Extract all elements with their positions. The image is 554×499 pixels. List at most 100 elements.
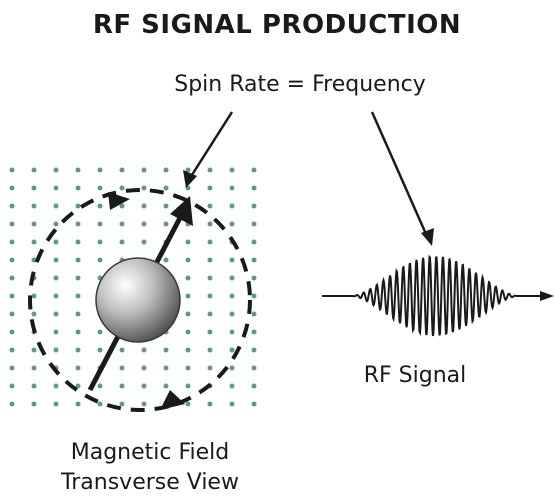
grid-dot [207,203,213,209]
grid-dot [251,239,257,245]
grid-dot [9,239,15,245]
grid-dot [141,347,147,353]
grid-dot [185,329,191,335]
grid-dot [229,275,235,281]
grid-dot [53,185,59,191]
grid-dot [9,401,15,407]
grid-dot [163,383,169,389]
grid-dot [229,383,235,389]
grid-dot [185,167,191,173]
grid-dot [207,275,213,281]
grid-dot [163,167,169,173]
grid-dot [207,293,213,299]
grid-dot [251,167,257,173]
grid-dot [53,383,59,389]
grid-dot [75,329,81,335]
grid-dot [185,311,191,317]
grid-dot [97,329,103,335]
grid-dot [75,293,81,299]
grid-dot [141,239,147,245]
grid-dot [251,203,257,209]
grid-dot [141,383,147,389]
grid-dot [53,167,59,173]
rf-wave-packet-icon [322,254,554,337]
grid-dot [75,275,81,281]
grid-dot [207,257,213,263]
grid-dot [75,239,81,245]
grid-dot [9,347,15,353]
grid-dot [97,383,103,389]
grid-dot [97,239,103,245]
grid-dot [75,365,81,371]
grid-dot [119,221,125,227]
grid-dot [31,365,37,371]
grid-dot [75,221,81,227]
grid-dot [251,329,257,335]
grid-dot [53,275,59,281]
grid-dot [185,401,191,407]
grid-dot [31,401,37,407]
grid-dot [229,365,235,371]
grid-dot [185,293,191,299]
grid-dot [251,257,257,263]
grid-dot [207,239,213,245]
grid-dot [229,257,235,263]
grid-dot [97,221,103,227]
grid-dot [185,257,191,263]
grid-dot [207,329,213,335]
grid-dot [31,203,37,209]
grid-dot [119,365,125,371]
grid-dot [53,257,59,263]
grid-dot [31,347,37,353]
grid-dot [207,221,213,227]
grid-dot [9,167,15,173]
grid-dot [97,257,103,263]
grid-dot [31,311,37,317]
grid-dot [163,365,169,371]
spin-sphere-icon [95,257,181,343]
grid-dot [185,275,191,281]
grid-dot [163,203,169,209]
grid-dot [229,401,235,407]
grid-dot [31,221,37,227]
grid-dot [141,167,147,173]
grid-dot [229,167,235,173]
grid-dot [141,365,147,371]
grid-dot [119,167,125,173]
grid-dot [97,167,103,173]
grid-dot [31,185,37,191]
grid-dot [53,329,59,335]
pointer-arrows [183,111,434,246]
grid-dot [75,185,81,191]
grid-dot [9,365,15,371]
grid-dot [53,401,59,407]
grid-dot [229,203,235,209]
grid-dot [251,275,257,281]
grid-dot [75,203,81,209]
spin-rate-label: Spin Rate = Frequency [174,72,426,97]
grid-dot [31,167,37,173]
dashed-rotation-circle-icon [28,188,252,412]
grid-dot [97,347,103,353]
grid-dot [31,293,37,299]
magnetic-field-label-line1: Magnetic Field [70,440,230,465]
grid-dot [251,185,257,191]
grid-dot [251,293,257,299]
grid-dot [31,383,37,389]
grid-dot [251,221,257,227]
grid-dot [75,383,81,389]
grid-dot [75,257,81,263]
grid-dot [119,239,125,245]
grid-dot [9,221,15,227]
grid-dot [251,347,257,353]
grid-dot [185,347,191,353]
grid-dot [207,311,213,317]
grid-dot [75,347,81,353]
grid-dot [207,347,213,353]
grid-dot [163,185,169,191]
grid-dot [31,239,37,245]
grid-dot [9,185,15,191]
grid-dot [229,311,235,317]
grid-dot [75,401,81,407]
